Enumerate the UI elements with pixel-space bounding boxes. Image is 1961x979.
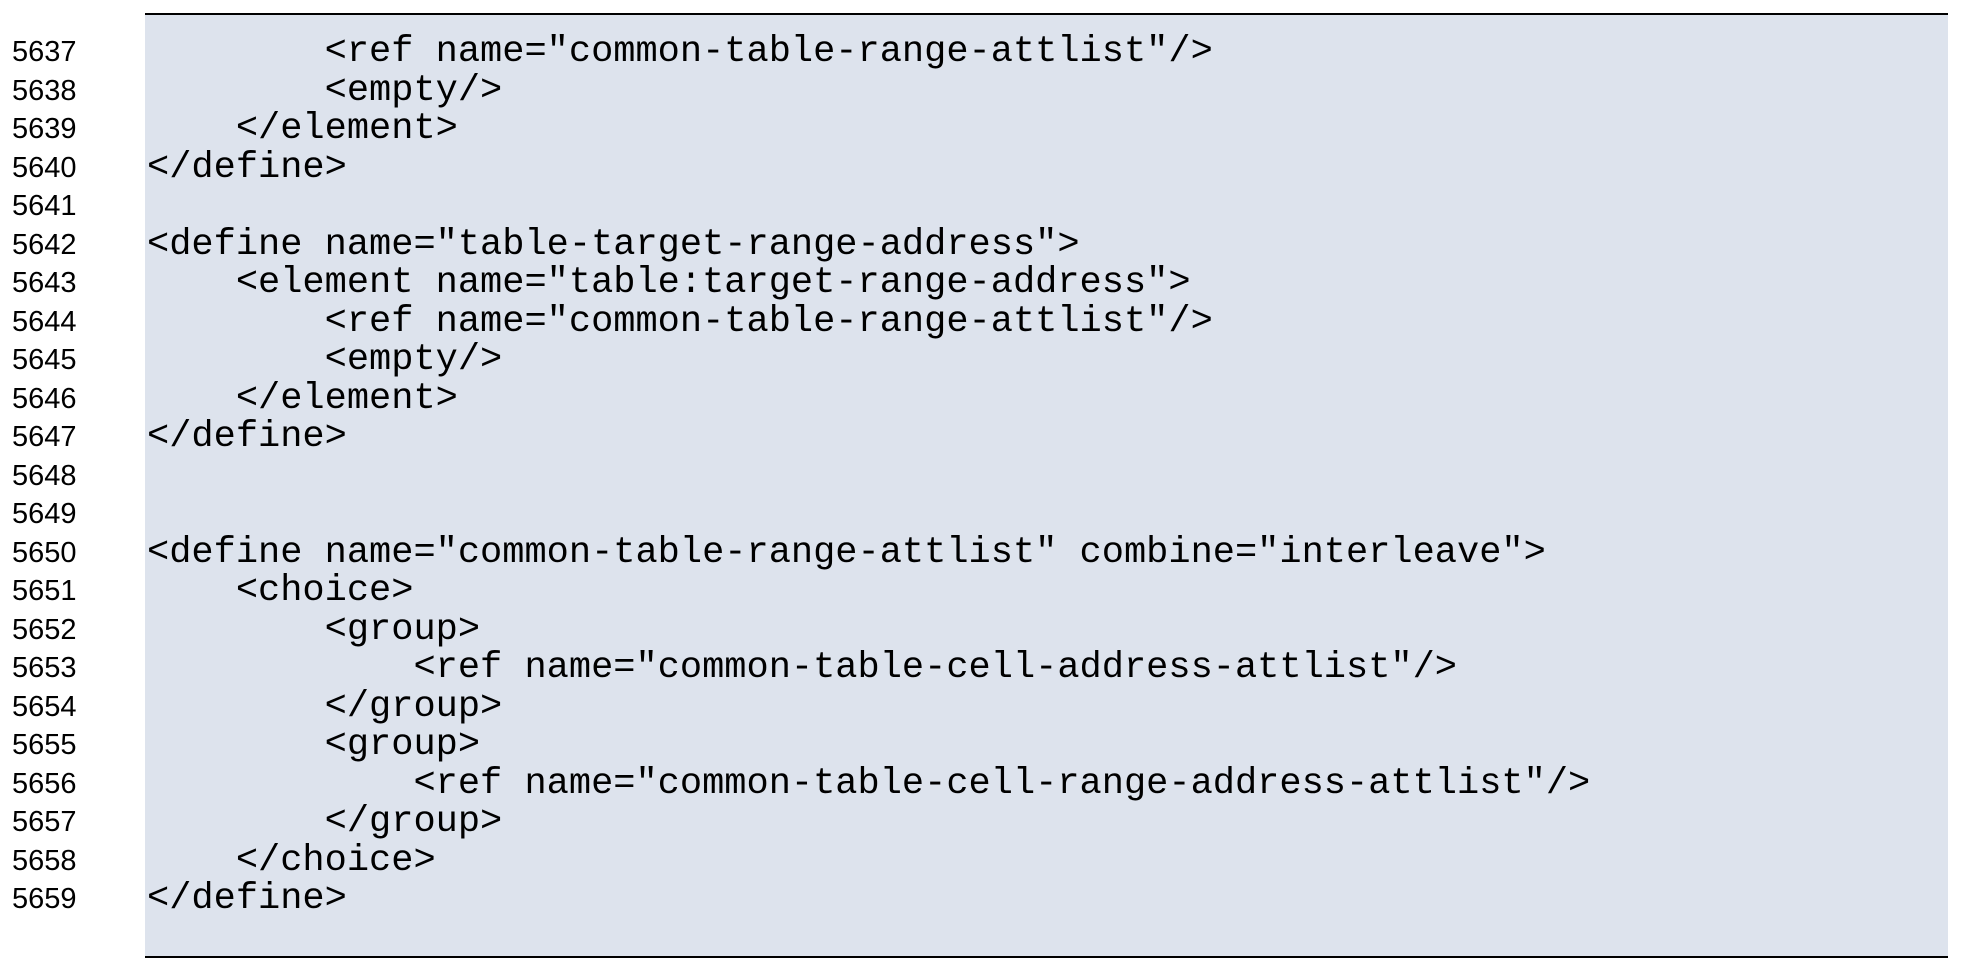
line-number: 5643 (12, 267, 77, 299)
code-line: <group> (147, 724, 481, 766)
line-number: 5640 (12, 151, 77, 184)
code-line: <ref name="common-table-range-attlist"/> (147, 300, 1213, 343)
line-number: 5641 (12, 190, 77, 222)
line-number: 5652 (12, 613, 77, 646)
line-number: 5655 (12, 729, 77, 761)
code-line (147, 187, 1590, 226)
line-number: 5650 (12, 536, 77, 569)
line-number: 5639 (12, 113, 77, 145)
line-number: 5638 (12, 74, 77, 107)
code-line: </define> (147, 416, 347, 458)
code-line: <define name="common-table-range-attlist… (147, 531, 1546, 574)
line-number: 5658 (12, 844, 77, 877)
code-line: <ref name="common-table-cell-address-att… (147, 647, 1458, 689)
line-number: 5637 (12, 36, 77, 68)
line-number: 5644 (12, 305, 77, 338)
code-block: <ref name="common-table-range-attlist"/>… (145, 13, 1948, 958)
code-line: </group> (147, 685, 503, 728)
code-line: </define> (147, 878, 347, 920)
code-line: <choice> (147, 570, 414, 612)
line-number: 5659 (12, 883, 77, 915)
line-number: 5642 (12, 228, 77, 261)
line-number-gutter: 5637 5638 5639 5640 5641 5642 5643 5644 5645 5646… (12, 33, 77, 919)
code-line: <element name="table:target-range-addres… (147, 262, 1191, 304)
line-number: 5653 (12, 652, 77, 684)
code-line: <group> (147, 608, 481, 651)
line-number: 5645 (12, 344, 77, 376)
code-line: </group> (147, 801, 503, 843)
line-number: 5649 (12, 498, 77, 530)
line-number: 5656 (12, 767, 77, 800)
code-line: </element> (147, 108, 458, 150)
code-line (147, 457, 1590, 496)
line-number: 5651 (12, 575, 77, 607)
line-number: 5657 (12, 806, 77, 838)
code-line: <define name="table-target-range-address… (147, 223, 1080, 266)
line-number: 5654 (12, 690, 77, 723)
code-line: <ref name="common-table-cell-range-addre… (147, 762, 1591, 805)
code-line: </choice> (147, 839, 436, 882)
line-number: 5647 (12, 421, 77, 453)
code-line: </define> (147, 146, 347, 189)
code-line: <empty/> (147, 69, 503, 112)
code-line: <ref name="common-table-range-attlist"/> (147, 31, 1213, 73)
line-number: 5646 (12, 382, 77, 415)
code-lines: <ref name="common-table-range-attlist"/>… (147, 33, 1590, 919)
code-line: <empty/> (147, 339, 503, 381)
code-line: </element> (147, 377, 458, 420)
code-line (147, 495, 1590, 534)
line-number: 5648 (12, 459, 77, 492)
